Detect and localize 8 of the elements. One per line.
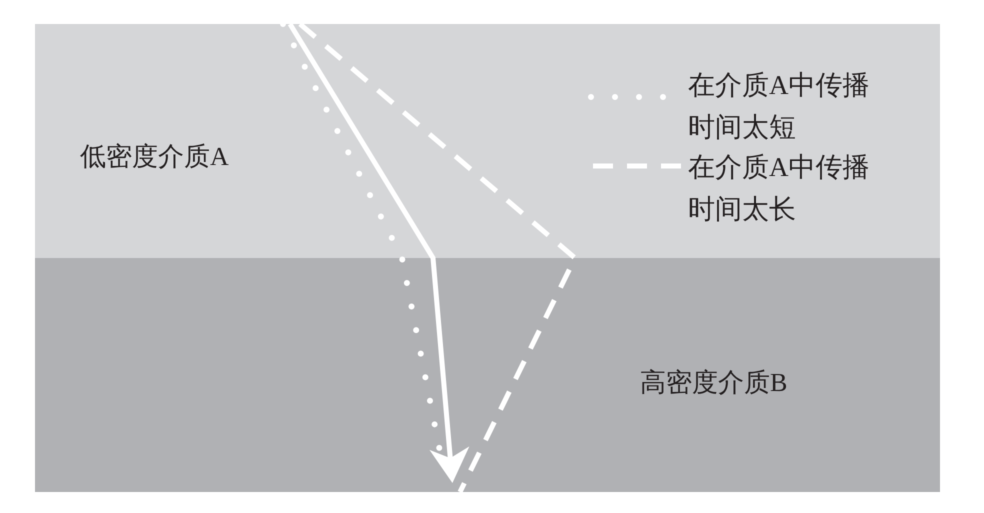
medium-label: 低密度介质A [80,141,229,173]
medium-band [35,24,940,258]
legend-text: 在介质A中传播时间太长 [688,151,870,226]
legend-text: 在介质A中传播时间太短 [688,69,870,144]
light-ray [298,22,578,494]
medium-band [35,258,940,492]
light-ray [288,22,470,483]
medium-label: 高密度介质B [640,367,788,399]
